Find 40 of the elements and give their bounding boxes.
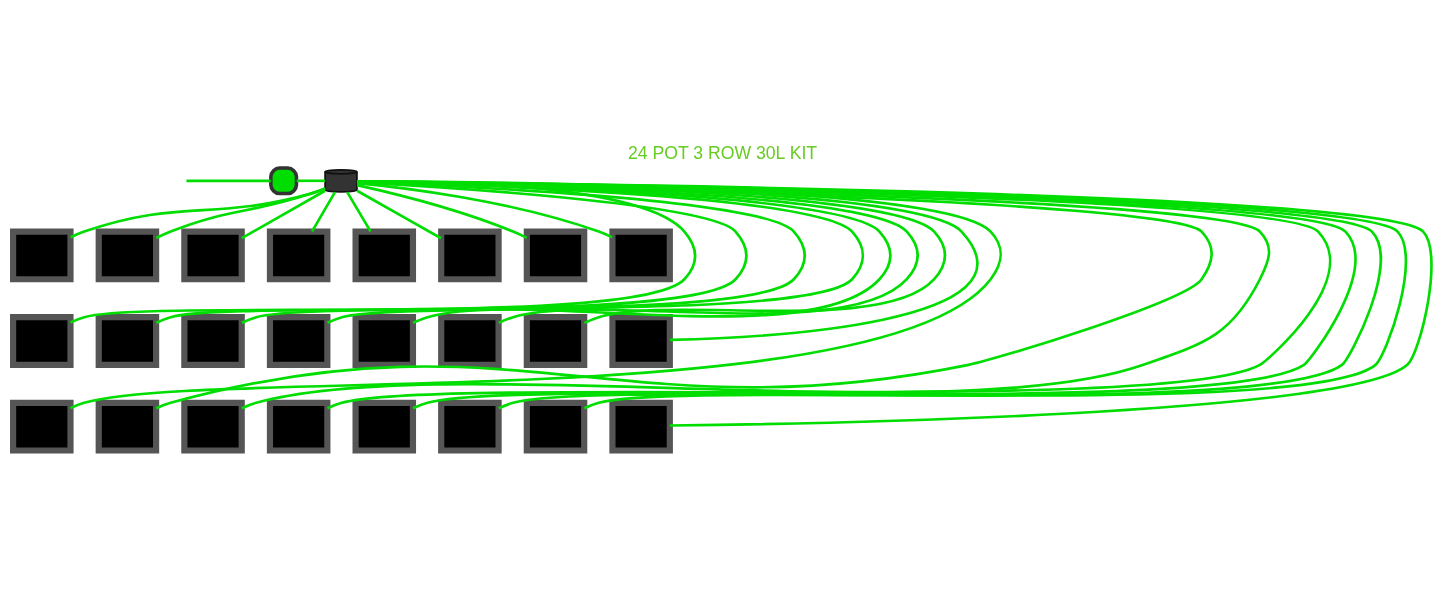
connector <box>70 187 326 239</box>
connector <box>356 189 442 240</box>
node-box <box>266 399 331 454</box>
node-box <box>269 166 299 196</box>
node-box <box>523 314 588 368</box>
node-box <box>438 399 502 454</box>
connector <box>186 179 271 183</box>
node-box <box>95 399 160 454</box>
connector <box>70 180 1002 410</box>
node-box <box>609 314 673 368</box>
node-box <box>266 314 331 368</box>
connector <box>155 187 326 240</box>
node-box <box>181 314 245 368</box>
connector <box>155 181 748 324</box>
node-box <box>95 314 160 368</box>
connector <box>346 191 372 233</box>
connector <box>241 180 806 324</box>
node-box <box>10 399 74 454</box>
node-box <box>352 314 417 368</box>
connector <box>356 183 528 240</box>
node-box <box>10 228 74 283</box>
node-box <box>352 399 417 454</box>
node-box <box>181 228 245 283</box>
diagram-title: 24 POT 3 ROW 30L KIT <box>627 143 818 164</box>
node-box <box>438 228 502 283</box>
node-box <box>181 399 245 454</box>
connector <box>296 179 326 183</box>
connector <box>310 191 337 233</box>
node-box <box>609 399 673 454</box>
node-box <box>95 228 160 283</box>
node-box <box>438 314 502 368</box>
connector <box>357 181 613 239</box>
node-box <box>523 399 588 454</box>
node-box <box>352 228 417 283</box>
node-box <box>266 228 331 283</box>
connector <box>241 189 326 240</box>
node-box <box>609 228 673 283</box>
node-box <box>10 314 74 368</box>
connector <box>70 179 697 324</box>
node-box <box>523 228 588 283</box>
